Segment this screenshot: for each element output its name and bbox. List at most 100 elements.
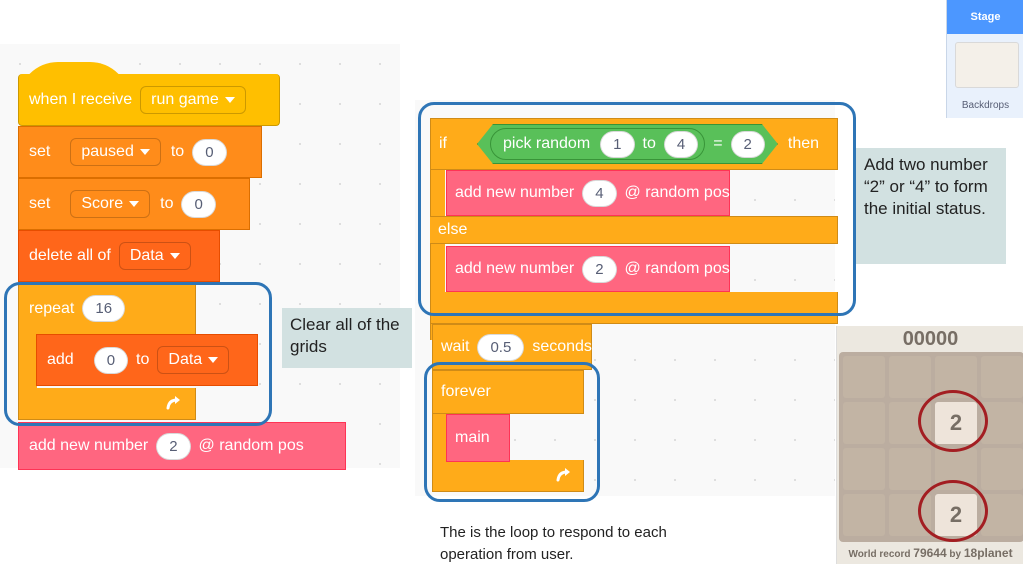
to-label: to (642, 135, 656, 152)
add-to-list-block[interactable]: add 0 to Data (36, 334, 258, 386)
record-label: World record (848, 549, 911, 560)
number-input[interactable]: 2 (156, 432, 191, 460)
world-record: World record 79644 by 18planet (837, 546, 1023, 560)
tile-highlight-circle (918, 480, 988, 542)
caret-down-icon (208, 357, 219, 363)
repeat-label: repeat (29, 299, 75, 317)
grid-cell (981, 494, 1023, 536)
add-new-number-block[interactable]: add new number 2 @ random pos (18, 422, 346, 470)
block-label: add new number (455, 184, 575, 201)
list-dropdown[interactable]: Data (118, 242, 191, 270)
if-highlight-ring (418, 102, 856, 316)
tile-highlight-circle (918, 390, 988, 452)
grid-cell (843, 356, 885, 398)
caret-down-icon (129, 201, 140, 207)
caret-down-icon (139, 149, 150, 155)
to-label: to (160, 195, 174, 212)
if-else-block[interactable]: if pick random 1 to 4 = 2 then else (430, 118, 838, 340)
list-dropdown[interactable]: Data (157, 346, 230, 374)
grid-cell (843, 448, 885, 490)
forever-block[interactable]: forever (432, 370, 584, 492)
to-label: to (170, 143, 185, 160)
forever-label: forever (441, 383, 491, 400)
message-dropdown[interactable]: run game (140, 85, 246, 114)
record-value: 79644 (913, 546, 947, 560)
delete-all-block[interactable]: delete all of Data (18, 230, 220, 282)
else-row: else (430, 216, 838, 244)
to-input[interactable]: 4 (664, 131, 698, 158)
number-input[interactable]: 2 (582, 255, 617, 283)
add-number-four-block[interactable]: add new number 4 @ random pos (446, 170, 730, 216)
pick-random-label: pick random (503, 135, 591, 152)
stage-thumbnail[interactable] (955, 42, 1019, 88)
variable-dropdown[interactable]: Score (70, 190, 151, 218)
value-input[interactable]: 0 (181, 190, 216, 218)
list-value: Data (168, 351, 203, 368)
stage-header: Stage (947, 0, 1023, 34)
from-input[interactable]: 1 (600, 131, 634, 158)
set-label: set (29, 143, 51, 160)
repeat-highlight-ring (4, 282, 272, 426)
backdrops-label: Backdrops (961, 100, 1010, 111)
loop-arrow-icon (166, 396, 180, 410)
list-value: Data (129, 247, 164, 264)
message-value: run game (151, 90, 219, 108)
grid-cell (843, 402, 885, 444)
repeat-block[interactable]: repeat 16 (18, 282, 196, 420)
main-label: main (455, 429, 490, 446)
value-input[interactable]: 0 (192, 138, 227, 166)
item-input[interactable]: 0 (93, 346, 129, 374)
forever-header[interactable]: forever (432, 370, 584, 414)
clear-grids-note: Clear all of the grids (282, 308, 412, 368)
equals-label: = (713, 135, 723, 152)
repeat-footer (18, 388, 196, 420)
equals-condition[interactable]: pick random 1 to 4 = 2 (477, 124, 778, 164)
block-suffix: @ random pos (624, 184, 730, 201)
block-label: add new number (29, 437, 149, 454)
wait-label: wait (441, 338, 470, 355)
block-suffix: @ random pos (624, 260, 730, 277)
add-label: add (47, 351, 74, 368)
forever-highlight-ring (424, 362, 600, 502)
forever-arm (432, 414, 447, 462)
grid-cell (889, 448, 931, 490)
grid-cell (981, 402, 1023, 444)
caret-down-icon (169, 253, 180, 259)
stage-panel[interactable]: Stage Backdrops (946, 0, 1023, 118)
if-footer (430, 292, 838, 324)
seconds-label: seconds (532, 338, 592, 355)
compare-input[interactable]: 2 (731, 131, 765, 158)
number-input[interactable]: 4 (582, 179, 617, 207)
grid-cell (981, 356, 1023, 398)
score-display: 00000 (902, 328, 959, 350)
if-label: if (439, 135, 447, 152)
main-block[interactable]: main (446, 414, 510, 462)
set-label: set (29, 195, 51, 212)
seconds-input[interactable]: 0.5 (477, 333, 525, 361)
initial-status-note: Add two number “2” or “4” to form the in… (856, 148, 1006, 264)
loop-caption: The is the loop to respond to each opera… (440, 524, 667, 563)
if-header[interactable]: if pick random 1 to 4 = 2 then (430, 118, 838, 170)
repeat-header[interactable]: repeat 16 (18, 282, 196, 334)
variable-dropdown[interactable]: paused (70, 138, 161, 166)
grid-cell (843, 494, 885, 536)
record-holder: 18planet (963, 546, 1013, 560)
set-paused-block[interactable]: set paused to 0 (18, 126, 262, 178)
forever-footer (432, 460, 584, 492)
delete-label: delete all of (29, 247, 111, 264)
grid-cell (889, 356, 931, 398)
record-by: by (949, 549, 962, 560)
block-suffix: @ random pos (198, 437, 304, 454)
hat-label: when I receive (29, 90, 133, 108)
loop-arrow-icon (556, 468, 570, 482)
repeat-count-input[interactable]: 16 (82, 295, 126, 322)
set-score-block[interactable]: set Score to 0 (18, 178, 250, 230)
variable-value: paused (81, 143, 134, 160)
caret-down-icon (224, 96, 235, 103)
else-label: else (438, 221, 468, 238)
block-label: add new number (455, 260, 575, 277)
add-number-two-block[interactable]: add new number 2 @ random pos (446, 246, 730, 292)
then-label: then (787, 135, 820, 152)
pick-random-reporter[interactable]: pick random 1 to 4 (490, 128, 705, 160)
when-i-receive-block[interactable]: when I receive run game (18, 74, 280, 126)
